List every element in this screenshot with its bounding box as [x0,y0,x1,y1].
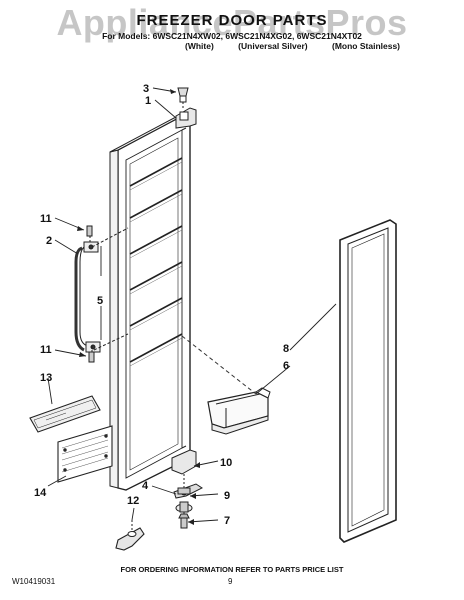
callout-13: 13 [40,372,52,384]
variant-universal-silver: (Universal Silver) [238,41,308,51]
freezer-door-panel [109,107,197,491]
callout-7: 7 [224,515,230,527]
callout-9: 9 [224,490,230,502]
door-gasket [339,219,397,543]
model-numbers: For Models: 6WSC21N4XW02, 6WSC21N4XG02, … [102,31,362,41]
door-handle [74,241,101,353]
variant-white: (White) [185,41,214,51]
variant-mono-stainless: (Mono Stainless) [332,41,401,51]
callout-10: 10 [220,457,232,469]
page-number: 9 [228,577,233,586]
model-variants: (White) (Universal Silver) (Mono Stainle… [185,41,422,51]
access-panel [57,425,113,483]
watermark-text: AppliancePartsPros [56,2,408,43]
callout-11-top: 11 [40,213,52,225]
callout-12: 12 [127,495,139,507]
callout-5: 5 [97,295,103,307]
callout-8: 8 [283,343,289,355]
callout-6: 6 [283,360,289,372]
callout-14: 14 [34,487,47,499]
handle-screws [86,225,129,363]
lower-hinge-assembly [173,474,203,529]
callout-3: 3 [143,83,149,95]
door-bin [207,387,271,435]
callout-labels: 3 1 11 2 5 11 8 6 13 10 4 14 9 12 7 [34,83,289,527]
top-hinge-cap [177,87,189,108]
callout-4: 4 [142,480,149,492]
page-title: FREEZER DOOR PARTS [136,12,328,29]
ordering-info-note: FOR ORDERING INFORMATION REFER TO PARTS … [120,565,344,574]
trim-plate [29,395,101,433]
callout-2: 2 [46,235,52,247]
bin-mounting-line [181,335,257,395]
callout-1: 1 [145,95,151,107]
leader-arrowheads [77,89,200,525]
document-number: W10419031 [12,577,56,586]
callout-11-bottom: 11 [40,344,52,356]
bottom-hinge-bracket [115,520,145,551]
